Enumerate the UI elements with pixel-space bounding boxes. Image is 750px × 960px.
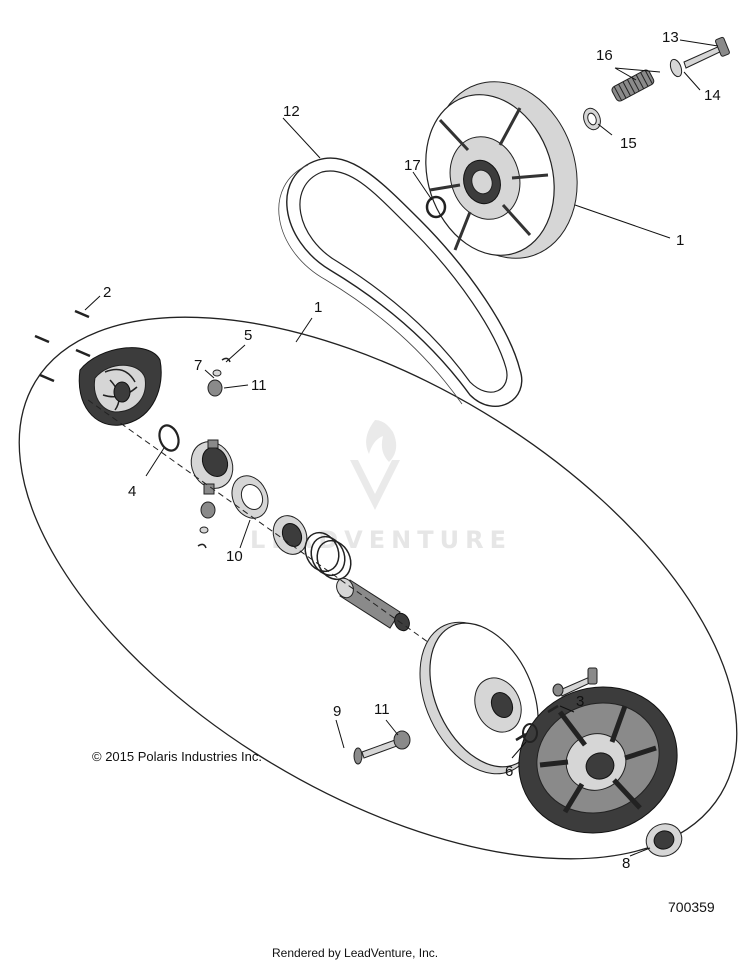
callout-9: 9	[333, 703, 341, 720]
callout-16: 16	[596, 47, 613, 64]
leader-lines	[84, 39, 719, 857]
footer-credit: Rendered by LeadVenture, Inc.	[272, 946, 438, 960]
callout-14: 14	[704, 87, 721, 104]
fixed-sheave	[518, 686, 678, 834]
callout-5: 5	[244, 327, 252, 344]
callout-7: 7	[194, 357, 202, 374]
callout-11-lower: 11	[374, 701, 390, 718]
roller-lower	[200, 501, 216, 519]
bearing	[645, 823, 683, 857]
retaining-ring	[158, 424, 180, 452]
thrust-washer	[231, 475, 269, 519]
copyright-notice: © 2015 Polaris Industries Inc.	[92, 749, 262, 764]
cam-ring	[272, 515, 308, 555]
screws	[34, 309, 91, 383]
roller-11	[393, 730, 411, 750]
callout-8: 8	[622, 855, 630, 872]
callout-17: 17	[404, 157, 421, 174]
callout-11-upper: 11	[251, 377, 267, 394]
callout-10: 10	[226, 548, 243, 565]
assembly-axis	[87, 399, 471, 673]
callout-15: 15	[620, 135, 637, 152]
roller-housing	[190, 439, 234, 495]
o-ring	[425, 195, 447, 219]
shaft	[336, 577, 410, 632]
washer-7	[212, 369, 222, 377]
spring	[611, 69, 655, 102]
callout-3: 3	[576, 693, 584, 710]
movable-sheave	[419, 621, 539, 775]
drive-belt	[278, 157, 523, 407]
roller-bushing	[207, 379, 223, 397]
callout-1-top: 1	[676, 232, 684, 249]
callout-2: 2	[103, 284, 111, 301]
callout-4: 4	[128, 483, 136, 500]
pin-9	[353, 739, 398, 765]
bolt	[683, 36, 730, 69]
washer	[669, 58, 683, 78]
callout-13: 13	[662, 29, 679, 46]
helix-cam	[78, 347, 162, 426]
clip-5	[221, 357, 231, 363]
callout-12: 12	[283, 103, 300, 120]
retaining-ring-6	[522, 723, 538, 743]
callout-6: 6	[505, 763, 513, 780]
callout-labels: 12 13 16 14 15 17 1 1 2 5 7 11 4 10 9 11…	[103, 29, 721, 872]
pin-3	[547, 704, 559, 714]
assembly-outline	[18, 316, 738, 860]
figure-number: 700359	[668, 899, 715, 915]
bolt-3	[552, 667, 598, 697]
callout-1-assembly: 1	[314, 299, 322, 316]
drive-clutch-sheave	[425, 81, 578, 259]
